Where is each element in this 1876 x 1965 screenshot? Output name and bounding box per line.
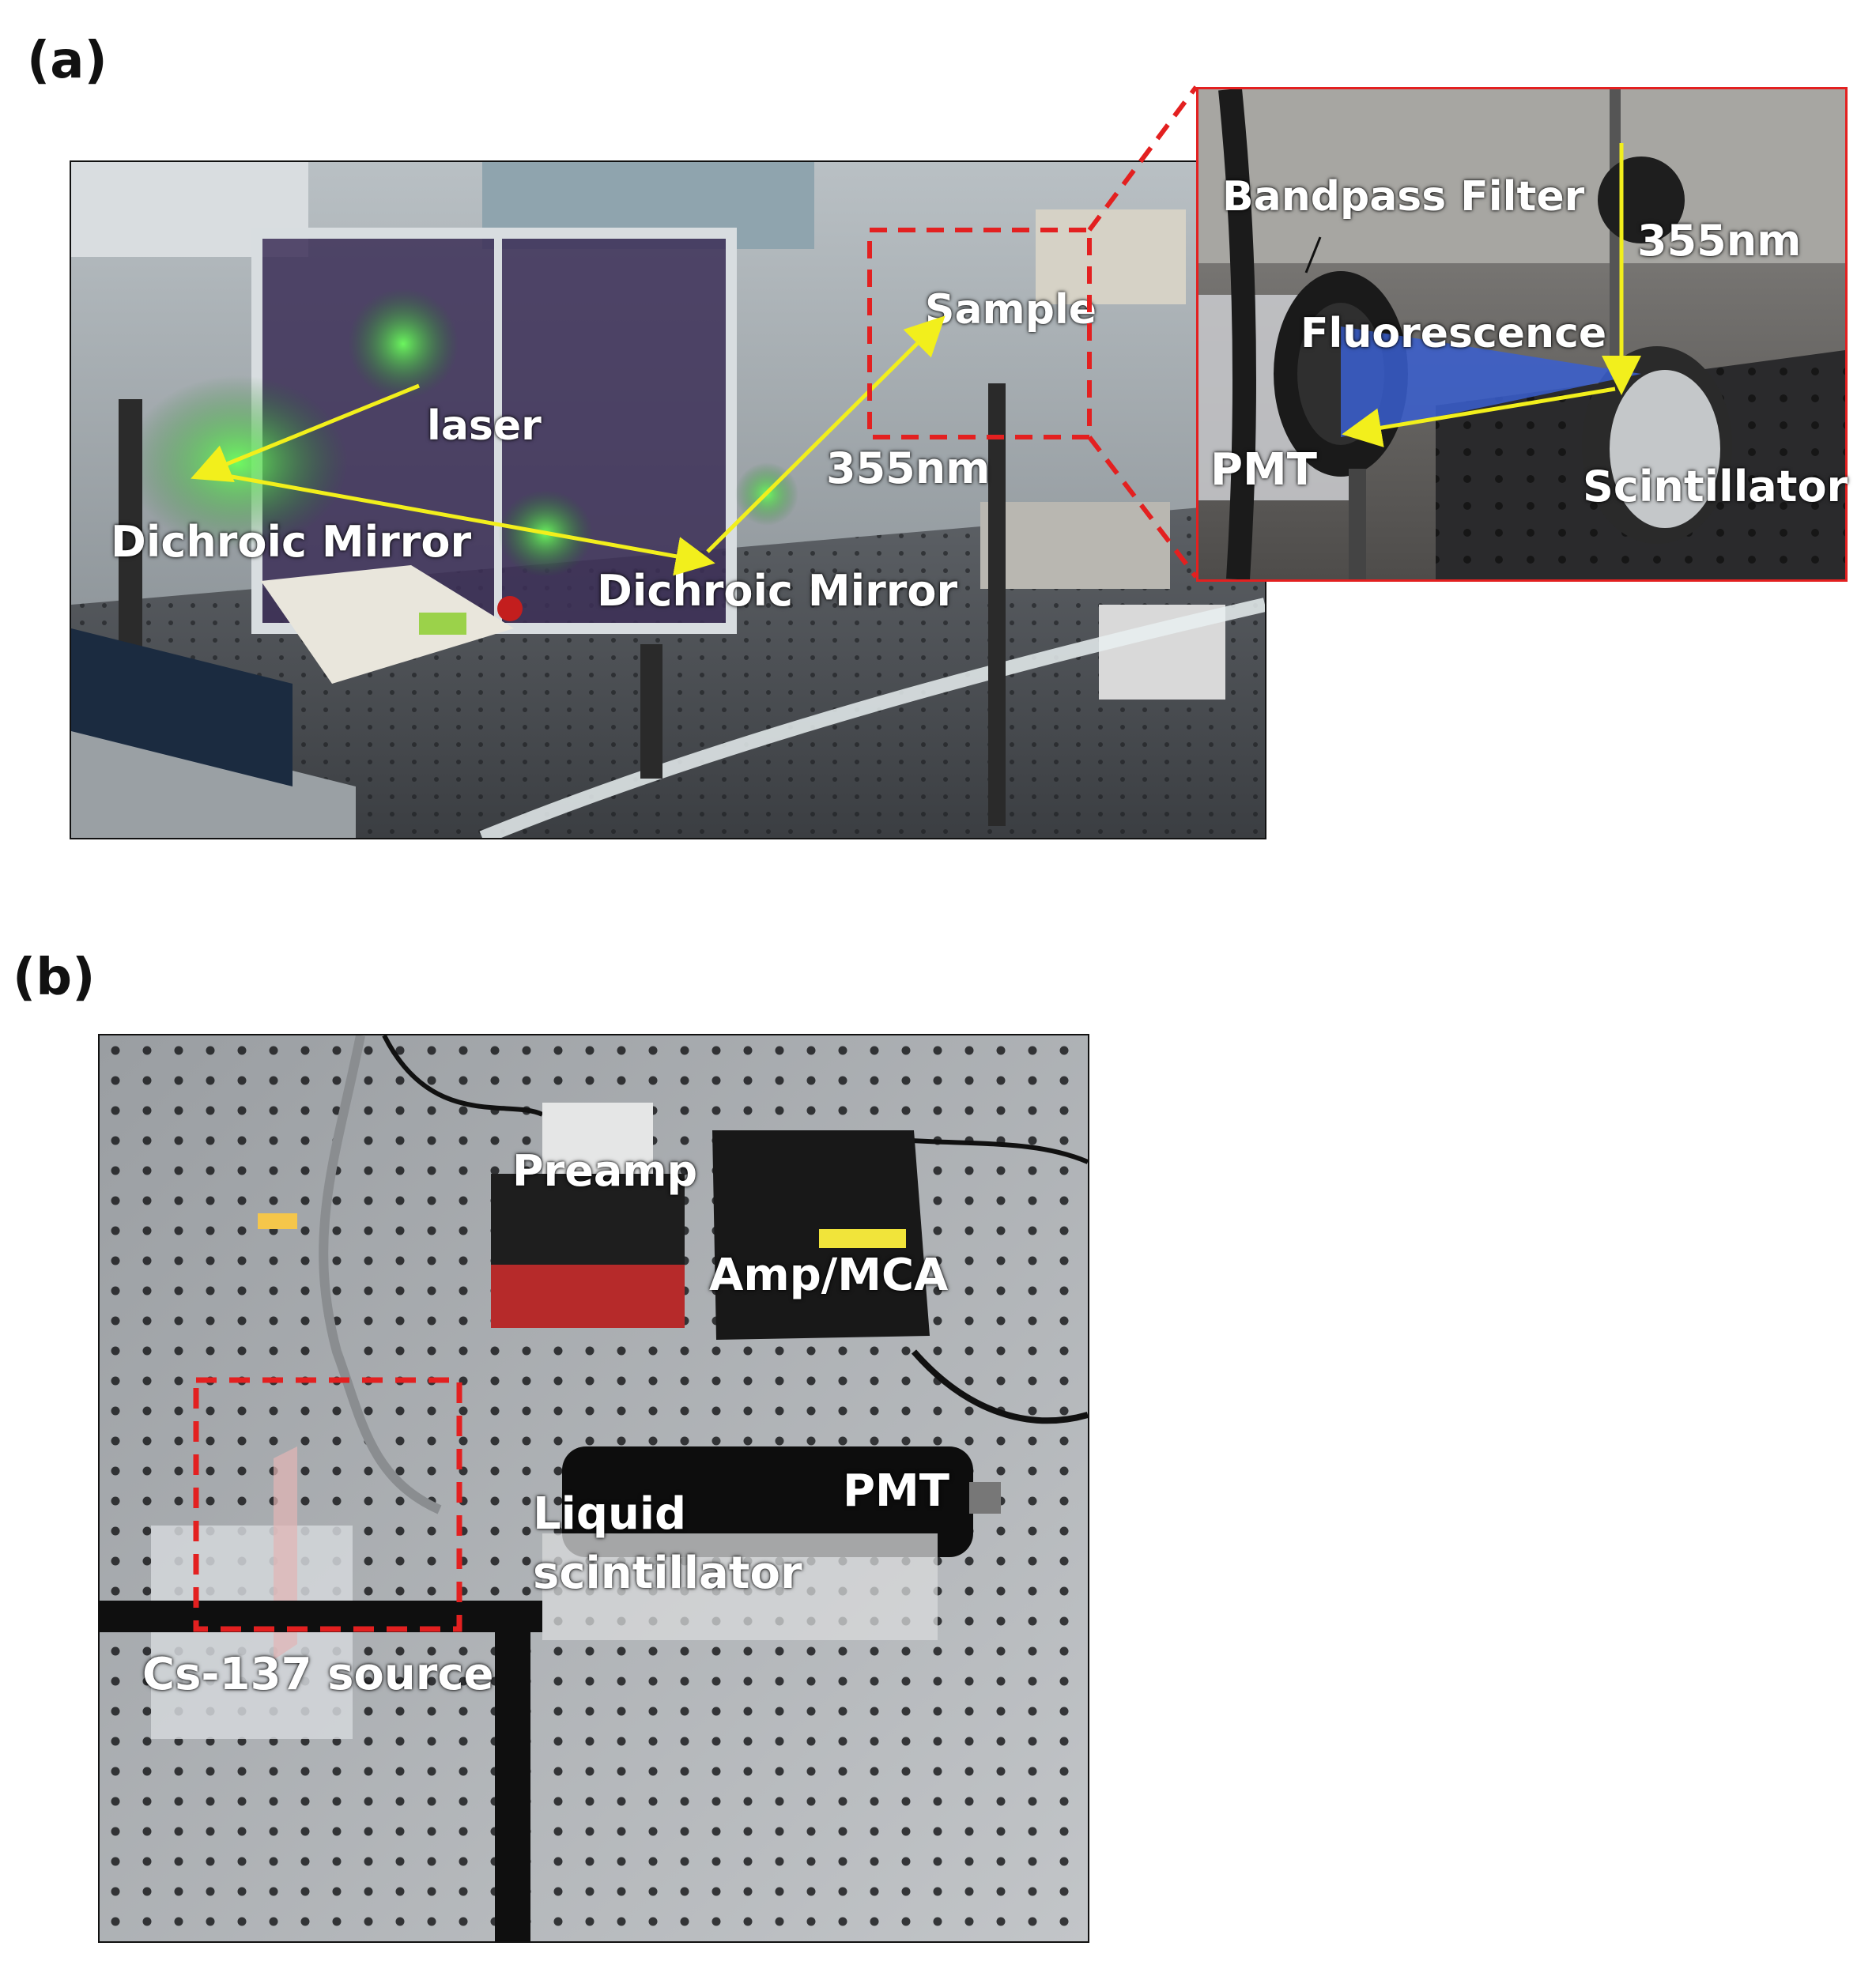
- fluorescence-label: Fluorescence: [1300, 310, 1607, 357]
- laser-label: laser: [427, 402, 542, 450]
- pmt-label: PMT: [843, 1465, 949, 1517]
- scintillator-sample-label: scintillator: [533, 1548, 802, 1599]
- dichroic-mirror-left-label: Dichroic Mirror: [111, 517, 472, 567]
- panel-b-label: (b): [13, 949, 96, 1007]
- source-label: Cs-137 source: [142, 1649, 494, 1700]
- panel-a-label: (a): [27, 32, 108, 90]
- panel-a-inset-photo: [1196, 87, 1848, 582]
- lab-setup-photo: [71, 162, 1265, 838]
- scintillator-label: Scintillator: [1583, 462, 1848, 511]
- wavelength-label: 355nm: [826, 443, 991, 493]
- inset-photo: [1198, 89, 1845, 579]
- preamp-label: Preamp: [512, 1146, 698, 1196]
- inset-pmt-label: PMT: [1210, 444, 1317, 496]
- dichroic-mirror-center-label: Dichroic Mirror: [597, 566, 958, 616]
- inset-wavelength-label: 355nm: [1637, 216, 1802, 266]
- amp-mca-label: Amp/MCA: [709, 1250, 949, 1301]
- liquid-label: Liquid: [533, 1488, 687, 1540]
- bandpass-filter-label: Bandpass Filter: [1222, 173, 1585, 221]
- sample-label: Sample: [925, 286, 1097, 334]
- panel-a-photo: [70, 160, 1266, 839]
